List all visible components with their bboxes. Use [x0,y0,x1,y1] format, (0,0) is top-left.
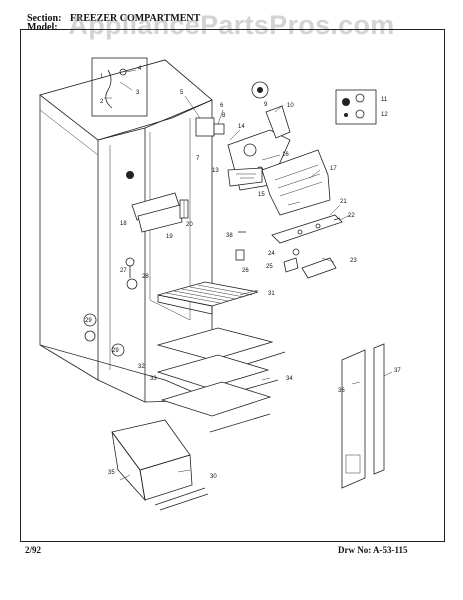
evaporator-cover [261,149,331,216]
callout-13: 13 [212,168,219,174]
callout-11: 11 [381,97,388,103]
icemaker-mount [131,192,189,233]
rail-and-misc [125,214,343,290]
fastener-group [83,313,125,357]
callout-24: 24 [268,251,275,257]
callout-19: 19 [166,234,173,240]
callout-5: 5 [180,90,184,96]
section-title: FREEZER COMPARTMENT [70,13,201,24]
diagram-frame [20,29,445,542]
inset-box-wiring [91,57,148,117]
callout-4: 4 [138,66,142,72]
callout-14: 14 [238,124,245,130]
cabinet-body [39,59,213,403]
crisper-pan [111,419,209,511]
callout-25: 25 [266,264,273,270]
footer-date: 2/92 [25,545,42,555]
wire-shelf [157,281,259,315]
callout-numbers: 1 2 3 4 5 6 7 8 9 10 11 12 13 14 15 16 1… [85,66,401,480]
callout-3: 3 [136,90,140,96]
callout-33: 33 [150,376,157,382]
section-label: Section: [27,13,62,24]
callout-6: 6 [220,103,224,109]
callout-18: 18 [120,221,127,227]
callout-30: 30 [210,474,217,480]
fastener-icon [126,171,134,179]
callout-1: 1 [100,74,104,80]
model-label: Model: [27,22,58,33]
callout-9: 9 [264,102,268,108]
callout-23: 23 [350,258,357,264]
callout-17: 17 [330,166,337,172]
watermark-text: AppliancePartsPros.com [68,10,395,40]
callout-29a: 29 [85,318,92,324]
footer-drawing-number: Drw No: A-53-115 [338,545,408,555]
control-assembly [195,81,291,191]
leader-lines [119,95,393,481]
callout-16: 16 [282,152,289,158]
callout-34: 34 [286,376,293,382]
callout-20: 20 [186,222,193,228]
callout-15: 15 [258,192,265,198]
callout-32: 32 [138,364,145,370]
inset-box-fasteners [335,89,377,125]
callout-22: 22 [348,213,355,219]
callout-35: 35 [108,470,115,476]
callout-31: 31 [268,291,275,297]
callout-27: 27 [120,268,127,274]
glass-shelves [156,327,286,433]
callout-37: 37 [394,368,401,374]
callout-26: 26 [242,268,249,274]
callout-38: 38 [226,233,233,239]
callout-29b: 29 [112,348,119,354]
callout-36: 36 [338,388,345,394]
callout-21: 21 [340,199,347,205]
callout-28: 28 [142,274,149,280]
side-panel [341,343,385,489]
callout-7: 7 [196,156,200,162]
callout-10: 10 [287,103,294,109]
callout-12: 12 [381,112,388,118]
callout-2: 2 [100,99,104,105]
callout-8: 8 [222,113,226,119]
